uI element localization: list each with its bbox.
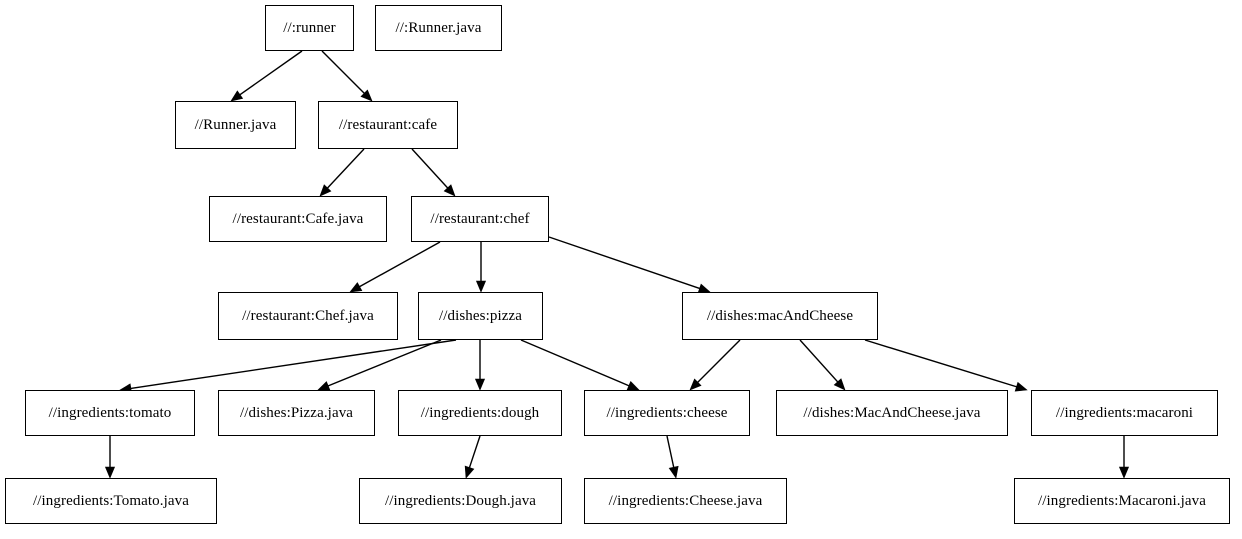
graph-node-label: //ingredients:Dough.java [384,492,537,509]
graph-node-label: //ingredients:tomato [48,404,172,421]
graph-arrowhead-icon [360,89,373,102]
graph-node-label: //ingredients:Tomato.java [33,492,189,509]
graph-node-label: //ingredients:Macaroni.java [1037,492,1207,509]
graph-node-label: //ingredients:Cheese.java [608,492,763,509]
graph-node-restaurant-chef: //restaurant:chef [411,196,549,242]
graph-node-ing-macaroni-java: //ingredients:Macaroni.java [1014,478,1230,524]
graph-arrowhead-icon [443,184,456,197]
graph-node-label: //restaurant:Cafe.java [232,210,364,227]
graph-edge-dishes-pizza-to-dishes-pizza-java [327,339,442,387]
graph-edge-dishes-mac-to-ing-cheese [697,339,741,383]
graph-node-dishes-pizza-java: //dishes:Pizza.java [218,390,375,436]
graph-arrowhead-icon [474,378,486,391]
graph-arrowhead-icon [349,282,363,293]
graph-edge-dishes-mac-to-ing-macaroni [864,339,1017,388]
graph-arrowhead-icon [668,465,679,479]
graph-node-label: //dishes:Pizza.java [239,404,354,421]
graph-node-label: //ingredients:dough [420,404,540,421]
graph-arrowhead-icon [475,280,487,293]
graph-node-ing-dough: //ingredients:dough [398,390,562,436]
graph-node-runner-java: //Runner.java [175,101,296,149]
graph-node-label: //restaurant:Chef.java [242,307,374,324]
graph-node-runner: //:runner [265,5,354,51]
graph-node-restaurant-cafe: //restaurant:cafe [318,101,458,149]
graph-edge-ing-dough-to-ing-dough-java [468,435,481,468]
graph-node-ing-tomato: //ingredients:tomato [25,390,195,436]
graph-node-label: //Runner.java [194,116,277,133]
graph-node-label: //ingredients:cheese [606,404,728,421]
graph-arrowhead-icon [626,380,640,391]
graph-node-restaurant-chef-java: //restaurant:Chef.java [218,292,398,340]
graph-arrowhead-icon [689,378,702,391]
graph-edge-restaurant-cafe-to-restaurant-chef [411,148,449,189]
graph-edge-runner-to-runner-java [239,50,303,96]
graph-node-label: //dishes:macAndCheese [706,307,854,324]
graph-node-label: //restaurant:cafe [338,116,438,133]
graph-node-label: //dishes:pizza [438,307,523,324]
graph-node-dishes-mac: //dishes:macAndCheese [682,292,878,340]
graph-node-label: //:runner [283,19,336,36]
graph-arrowhead-icon [319,184,332,197]
graph-edge-ing-cheese-to-ing-cheese-java [666,435,675,468]
graph-node-restaurant-cafe-java: //restaurant:Cafe.java [209,196,387,242]
graph-edge-dishes-mac-to-dishes-mac-java [799,339,839,383]
graph-node-label: //dishes:MacAndCheese.java [803,404,981,421]
graph-edge-dishes-pizza-to-ing-tomato [130,339,457,390]
graph-arrowhead-icon [464,465,475,479]
graph-node-ing-cheese: //ingredients:cheese [584,390,750,436]
graph-node-dishes-pizza: //dishes:pizza [418,292,543,340]
graph-node-ing-cheese-java: //ingredients:Cheese.java [584,478,787,524]
graph-edge-restaurant-chef-to-dishes-mac [548,236,700,290]
graph-node-dishes-mac-java: //dishes:MacAndCheese.java [776,390,1008,436]
graph-arrowhead-icon [1118,466,1130,479]
graph-node-label: //restaurant:chef [430,210,530,227]
graph-arrowhead-icon [833,378,846,391]
graph-node-label: //ingredients:macaroni [1055,404,1194,421]
graph-edge-dishes-pizza-to-ing-cheese [520,339,630,387]
graph-node-ing-dough-java: //ingredients:Dough.java [359,478,562,524]
graph-arrowhead-icon [104,466,116,479]
graph-node-ing-macaroni: //ingredients:macaroni [1031,390,1218,436]
graph-node-label: //:Runner.java [395,19,482,36]
graph-edge-restaurant-chef-to-restaurant-chef-java [359,241,441,288]
graph-edge-runner-to-restaurant-cafe [321,50,365,94]
graph-arrowhead-icon [317,381,331,391]
graph-node-root-runner-java: //:Runner.java [375,5,502,51]
graph-arrowhead-icon [1014,381,1028,392]
graph-edge-restaurant-cafe-to-restaurant-cafe-java [327,148,365,189]
graph-node-ing-tomato-java: //ingredients:Tomato.java [5,478,217,524]
graph-arrowhead-icon [230,90,244,102]
